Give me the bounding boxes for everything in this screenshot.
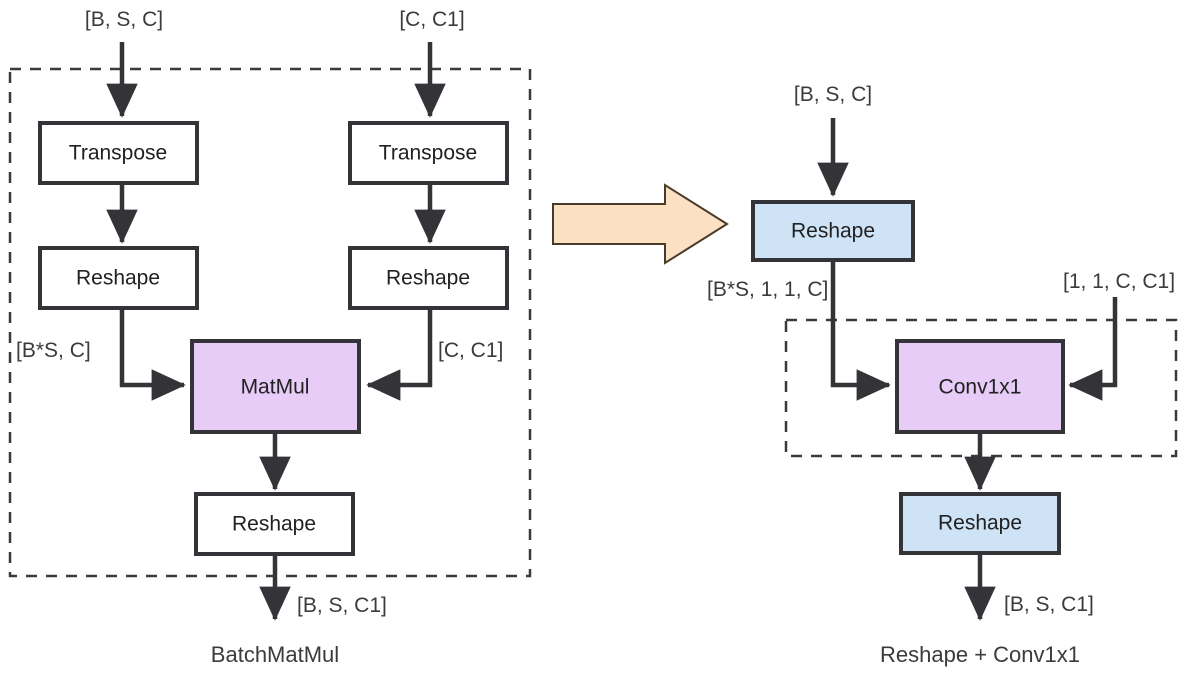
- node-transpose-left-label: Transpose: [69, 142, 167, 165]
- edge-label-weights: [1, 1, C, C1]: [1063, 270, 1175, 293]
- edge-weights-conv: [1068, 297, 1118, 401]
- edge-label-bs-1-1-c: [B*S, 1, 1, C]: [707, 278, 828, 301]
- node-transpose-right[interactable]: [348, 121, 509, 185]
- input-label-right-panel: [B, S, C]: [794, 83, 872, 106]
- edge-reshape-conv: [830, 260, 891, 401]
- node-conv1x1[interactable]: [895, 339, 1065, 434]
- edge-reshape-matmul-right: [366, 306, 433, 401]
- edge-label-right-output: [B, S, C1]: [1004, 593, 1094, 616]
- node-reshape-left-label: Reshape: [76, 267, 160, 290]
- node-transpose-right-label: Transpose: [379, 142, 477, 165]
- edge-label-c-c1: [C, C1]: [438, 339, 503, 362]
- caption-reshape-conv: Reshape + Conv1x1: [880, 642, 1080, 667]
- edge-label-left-output: [B, S, C1]: [297, 594, 387, 617]
- node-reshape-out-label: Reshape: [232, 513, 316, 536]
- node-transpose-left[interactable]: [38, 121, 199, 185]
- node-conv1x1-label: Conv1x1: [939, 376, 1022, 399]
- input-label-left-a: [B, S, C]: [85, 8, 163, 31]
- node-matmul-label: MatMul: [241, 376, 310, 399]
- node-matmul[interactable]: [190, 339, 361, 434]
- node-reshape-out-right[interactable]: [899, 492, 1061, 555]
- edge-label-bs-c: [B*S, C]: [16, 339, 91, 362]
- node-reshape-out[interactable]: [194, 492, 355, 556]
- group-box-batchmatmul: [8, 67, 532, 578]
- node-reshape-left[interactable]: [38, 246, 199, 310]
- node-reshape-in-label: Reshape: [791, 220, 875, 243]
- caption-batchmatmul: BatchMatMul: [211, 642, 339, 667]
- right-arrow-icon: [552, 183, 729, 265]
- node-reshape-right[interactable]: [348, 246, 509, 310]
- node-reshape-out-right-label: Reshape: [938, 512, 1022, 535]
- node-reshape-right-label: Reshape: [386, 267, 470, 290]
- edge-reshape-matmul-left: [119, 306, 186, 401]
- node-reshape-in[interactable]: [751, 200, 915, 262]
- input-label-left-b: [C, C1]: [399, 8, 464, 31]
